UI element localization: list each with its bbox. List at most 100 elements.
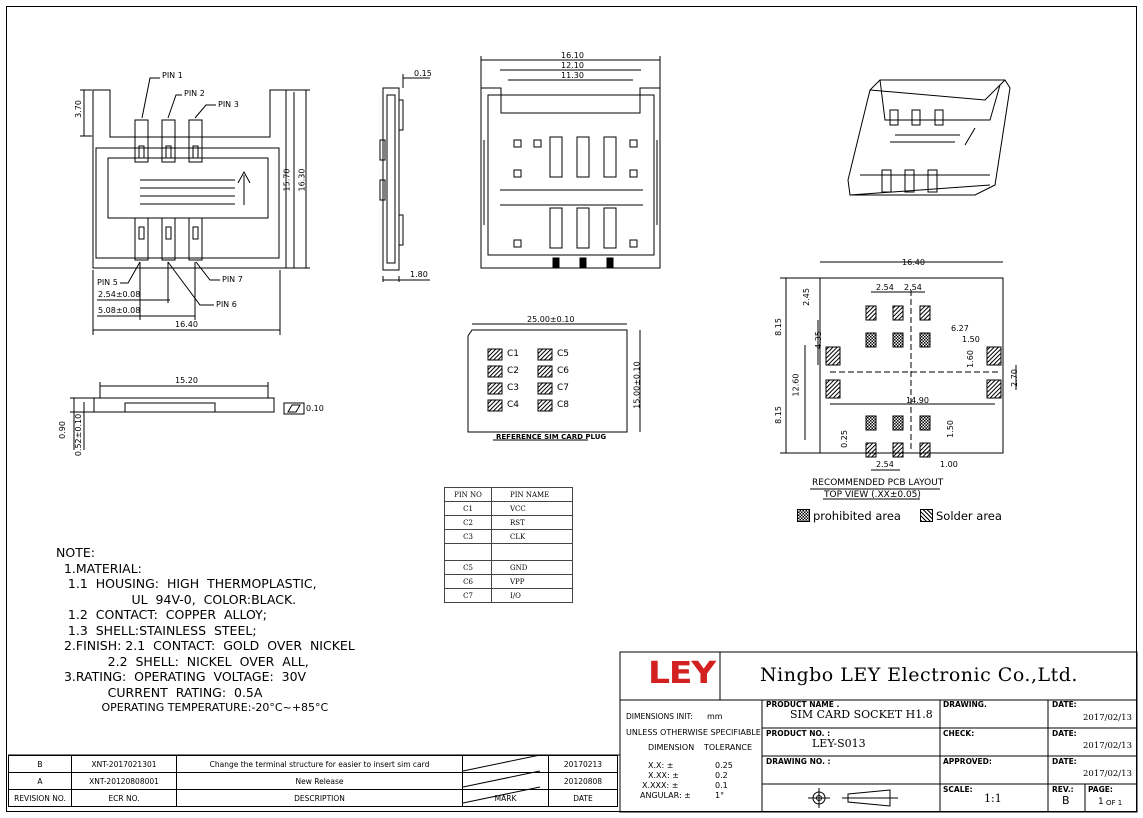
table-cell: A <box>8 772 72 790</box>
product-name-label: PRODUCT NAME . <box>766 700 840 709</box>
date-label: DATE: <box>1052 700 1077 709</box>
product-no: LEY-S013 <box>812 737 866 750</box>
front-pin-label: PIN 5 <box>97 278 118 287</box>
table-cell <box>491 543 573 561</box>
dim-label: 2.54 <box>904 283 922 292</box>
dim-label: 1.80 <box>410 270 428 279</box>
note-line: NOTE: <box>56 545 95 560</box>
table-header: ECR NO. <box>71 789 177 807</box>
table-cell: VCC <box>491 501 573 516</box>
page-of: OF 1 <box>1106 799 1123 807</box>
checker-swatch-icon <box>797 509 810 522</box>
drawing-no-label: DRAWING NO. : <box>766 757 831 766</box>
dim-label: 1.00 <box>940 460 958 469</box>
dim-label: 16.40 <box>175 320 198 329</box>
col-tolerance: TOLERANCE <box>704 743 753 752</box>
dim-label: 1.50 <box>962 335 980 344</box>
dim-label: 0.25 <box>839 430 849 448</box>
legend-text: Solder area <box>936 509 1002 523</box>
front-view <box>80 77 310 335</box>
table-cell: I/O <box>491 588 573 603</box>
sim-contact-label: C3 <box>507 383 520 393</box>
dim-label: 8.15 <box>773 406 783 424</box>
approved-label: APPROVED: <box>943 757 992 766</box>
table-cell: C1 <box>444 501 492 516</box>
pcb-layout <box>780 261 1017 500</box>
dim-label: 16.40 <box>902 258 925 267</box>
pcb-caption: TOP VIEW (.XX±0.05) <box>824 490 921 500</box>
dim-label: 6.27 <box>951 324 969 333</box>
tol-key: X.XX: ± <box>648 771 679 780</box>
rev-label: REV.: <box>1052 785 1074 794</box>
company-logo: LEY <box>648 656 716 691</box>
date-value: 2017/02/13 <box>1083 769 1132 779</box>
table-cell: Change the terminal structure for easier… <box>176 755 463 773</box>
page-label: PAGE: <box>1088 785 1113 794</box>
dim-unit: mm <box>707 712 723 721</box>
dim-label: 0.15 <box>414 69 432 78</box>
dim-label: 2.70 <box>1009 369 1019 387</box>
dim-label: 5.08±0.08 <box>98 306 141 315</box>
dim-label: 8.15 <box>773 318 783 336</box>
scale-label: SCALE: <box>943 785 973 794</box>
table-header: DESCRIPTION <box>176 789 463 807</box>
table-cell <box>462 755 549 773</box>
tolerance-line: UNLESS OTHERWISE SPECIFIABLE <box>626 728 761 737</box>
note-line: 1.MATERIAL: <box>56 560 142 576</box>
dim-label: 3.70 <box>73 100 83 118</box>
dim-label: 16.30 <box>297 168 307 192</box>
sim-plug <box>467 323 641 441</box>
dim-label: 15.70 <box>282 168 292 192</box>
sim-plug-caption: REFERENCE SIM CARD PLUG <box>496 433 607 441</box>
table-cell: CLK <box>491 529 573 544</box>
table-cell <box>462 772 549 790</box>
legend-prohibited: prohibited area <box>797 509 901 523</box>
front-pin-label: PIN 1 <box>162 71 183 80</box>
sim-contact-label: C6 <box>557 366 570 376</box>
table-cell: 20120808 <box>548 772 618 790</box>
note-line: OPERATING TEMPERATURE:-20°C~+85°C <box>56 701 329 714</box>
table-cell: XNT-20120808001 <box>71 772 177 790</box>
dim-label: 16.10 <box>561 51 584 60</box>
note-line: 1.3 SHELL:STAINLESS STEEL; <box>56 622 257 638</box>
tol-val: 0.25 <box>715 761 733 770</box>
dim-label: 14.90 <box>906 396 929 405</box>
table-header: REVISION NO. <box>8 789 72 807</box>
sim-contact-label: C8 <box>557 400 570 410</box>
dim-label: 1.50 <box>945 420 955 438</box>
note-line: UL 94V-0, COLOR:BLACK. <box>56 591 297 607</box>
dim-label: 12.60 <box>791 373 801 397</box>
dim-label: 0.10 <box>306 404 324 413</box>
table-header: DATE <box>548 789 618 807</box>
tol-val: 0.2 <box>715 771 728 780</box>
note-line: 1.1 HOUSING: HIGH THERMOPLASTIC, <box>56 576 317 591</box>
front-pin-label: PIN 6 <box>216 300 237 309</box>
dim-label: 4.35 <box>813 331 823 349</box>
table-cell: C6 <box>444 574 492 589</box>
pcb-caption: RECOMMENDED PCB LAYOUT <box>812 478 944 488</box>
sim-contact-label: C4 <box>507 400 520 410</box>
product-no-label: PRODUCT NO. : <box>766 729 831 738</box>
table-row <box>444 543 573 561</box>
table-cell: GND <box>491 560 573 575</box>
note-line: 1.2 CONTACT: COPPER ALLOY; <box>56 607 268 622</box>
check-label: CHECK: <box>943 729 975 738</box>
table-cell: C3 <box>444 529 492 544</box>
table-cell: C5 <box>444 560 492 575</box>
table-row: A XNT-20120808001 New Release 20120808 <box>8 772 618 790</box>
table-header: PIN NAME <box>491 487 573 502</box>
page-value: 1 <box>1098 797 1104 807</box>
dim-label: 0.52±0.10 <box>74 413 84 457</box>
front-pin-label: PIN 2 <box>184 89 205 98</box>
note-line: 2.FINISH: 2.1 CONTACT: GOLD OVER NICKEL <box>56 638 355 653</box>
rev-value: B <box>1062 794 1070 807</box>
dim-label: 12.10 <box>561 61 584 70</box>
table-header: PIN NO <box>444 487 492 502</box>
